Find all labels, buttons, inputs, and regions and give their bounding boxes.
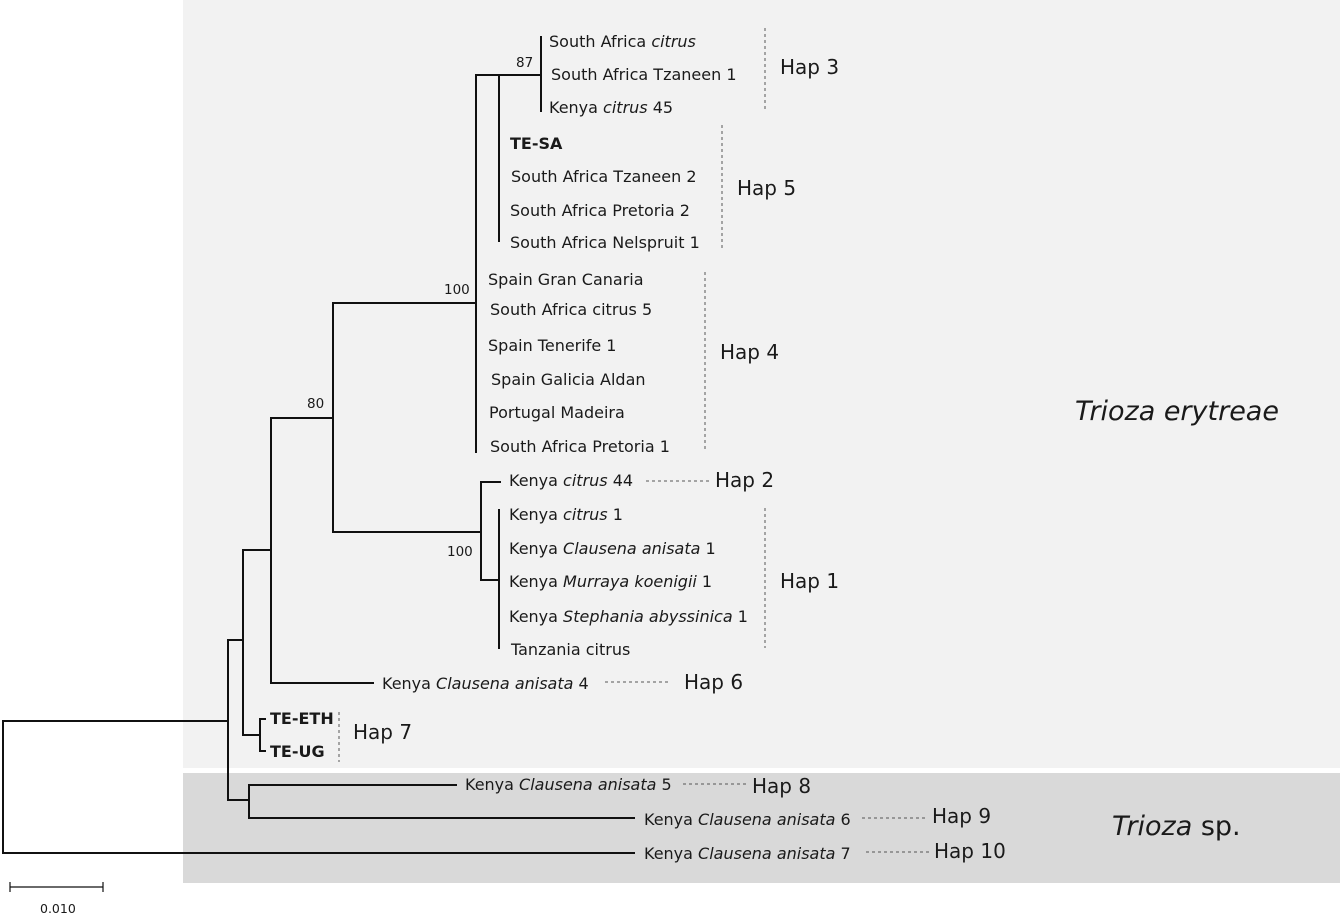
trioza-sp-clade-box — [183, 773, 1340, 883]
clade-name-trioza-sp: Trioza sp. — [1112, 811, 1241, 842]
taxon-label: Tanzania citrus — [510, 640, 630, 659]
hap-1-label: Hap 1 — [780, 569, 839, 593]
bootstrap-87: 87 — [516, 55, 533, 71]
taxon-label: Kenya Clausena anisata 4 — [382, 674, 589, 693]
taxon-label: South Africa citrus — [549, 32, 696, 51]
bootstrap-100-upper: 100 — [444, 282, 470, 298]
taxon-label: Kenya Clausena anisata 1 — [509, 539, 716, 558]
taxon-label: South Africa Tzaneen 1 — [551, 65, 737, 84]
taxon-label: TE-SA — [510, 134, 563, 153]
haplotype-markers — [338, 28, 930, 853]
taxon-label: South Africa Pretoria 1 — [490, 437, 670, 456]
taxon-label: Kenya Murraya koenigii 1 — [509, 572, 712, 591]
hap-2-label: Hap 2 — [715, 468, 774, 492]
taxon-label: Spain Galicia Aldan — [491, 370, 646, 389]
taxon-label: Kenya citrus 44 — [509, 471, 633, 490]
bootstrap-80: 80 — [307, 396, 324, 412]
hap-6-label: Hap 6 — [684, 670, 743, 694]
taxon-labels: South Africa citrus South Africa Tzaneen… — [270, 32, 851, 863]
hap-8-label: Hap 8 — [752, 774, 811, 798]
taxon-label: Spain Gran Canaria — [488, 270, 644, 289]
taxon-label: Portugal Madeira — [489, 403, 625, 422]
taxon-label: Kenya citrus 45 — [549, 98, 673, 117]
bootstrap-100-lower: 100 — [447, 544, 473, 560]
taxon-label: Kenya citrus 1 — [509, 505, 623, 524]
taxon-label: South Africa citrus 5 — [490, 300, 652, 319]
taxon-label: Kenya Clausena anisata 6 — [644, 810, 851, 829]
hap-7-label: Hap 7 — [353, 720, 412, 744]
scale-bar: 0.010 — [9, 882, 104, 914]
hap-3-label: Hap 3 — [780, 55, 839, 79]
trioza-erytreae-clade-box — [183, 0, 1340, 768]
taxon-label: Kenya Stephania abyssinica 1 — [509, 607, 748, 626]
taxon-label: South Africa Tzaneen 2 — [511, 167, 697, 186]
taxon-label: TE-ETH — [270, 709, 334, 728]
taxon-label: TE-UG — [270, 742, 325, 761]
clade-name-trioza-erytreae: Trioza erytreae — [1075, 396, 1279, 427]
scale-bar-label: 0.010 — [40, 901, 76, 914]
haplotype-labels: Hap 3 Hap 5 Hap 4 Hap 2 Hap 1 Hap 6 Hap … — [353, 55, 1006, 863]
tree-branches — [2, 36, 635, 854]
taxon-label: South Africa Nelspruit 1 — [510, 233, 700, 252]
bootstrap-values: 87 100 80 100 — [307, 55, 533, 560]
taxon-label: Kenya Clausena anisata 5 — [465, 775, 672, 794]
hap-5-label: Hap 5 — [737, 176, 796, 200]
hap-4-label: Hap 4 — [720, 340, 779, 364]
hap-10-label: Hap 10 — [934, 839, 1006, 863]
taxon-label: Spain Tenerife 1 — [488, 336, 616, 355]
hap-9-label: Hap 9 — [932, 804, 991, 828]
taxon-label: South Africa Pretoria 2 — [510, 201, 690, 220]
taxon-label: Kenya Clausena anisata 7 — [644, 844, 851, 863]
